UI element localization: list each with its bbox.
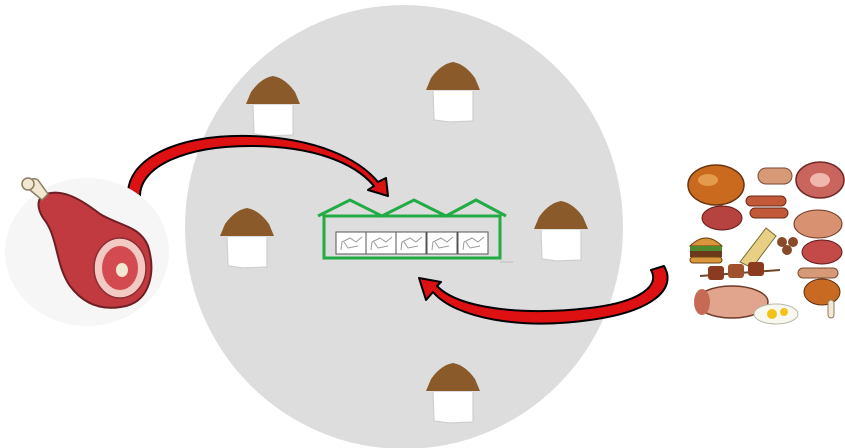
burger [688, 237, 724, 264]
processing-unit [457, 231, 489, 255]
salami [801, 239, 843, 265]
meatballs [777, 237, 798, 255]
factory-icon [317, 198, 513, 263]
processing-unit [395, 231, 427, 255]
meat-products-icon [684, 160, 845, 330]
drumstick [803, 278, 841, 319]
processing-unit [335, 231, 367, 255]
sliced-meat [701, 205, 743, 231]
fried-egg [753, 303, 799, 325]
sausage-links [745, 195, 789, 219]
kebab [699, 262, 781, 280]
processing-unit [365, 231, 397, 255]
sausage [757, 167, 793, 185]
sliced-meat [793, 209, 843, 239]
village-area [185, 5, 623, 448]
curved-arrow-icon [126, 134, 389, 197]
ham-icon [5, 177, 169, 326]
processing-unit [426, 231, 458, 255]
curved-arrow-icon [418, 265, 669, 325]
roast-chicken [687, 164, 745, 206]
